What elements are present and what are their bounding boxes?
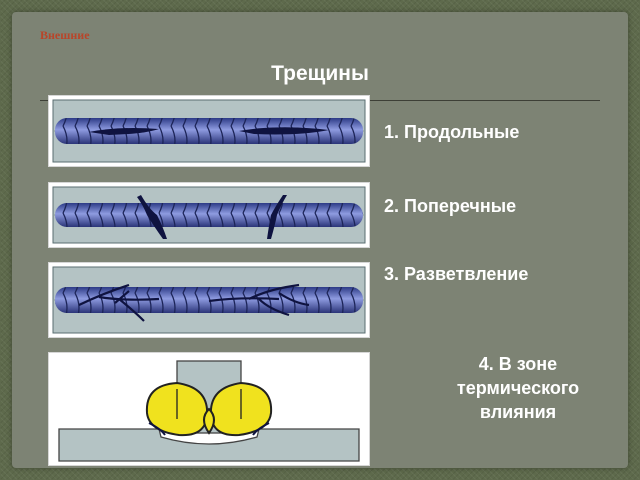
item-4-label-line-2: термического (456, 378, 580, 398)
longitudinal-crack-image (48, 95, 370, 167)
transverse-crack-image (48, 182, 370, 248)
branched-crack-image (48, 262, 370, 338)
item-4-label: 4. В зоне термического влияния (418, 352, 618, 424)
heat-affected-zone-crack-image (48, 352, 370, 466)
item-2-label: 2. Поперечные (384, 196, 517, 216)
item-4-label-line-1: 4. В зоне (478, 354, 558, 374)
slide-title: Трещины (271, 62, 369, 85)
item-3-label: 3. Разветвление (384, 264, 529, 284)
item-1-label: 1. Продольные (384, 122, 520, 142)
item-4-label-line-3: влияния (479, 402, 557, 422)
slide-tag: Внешние (40, 28, 90, 42)
